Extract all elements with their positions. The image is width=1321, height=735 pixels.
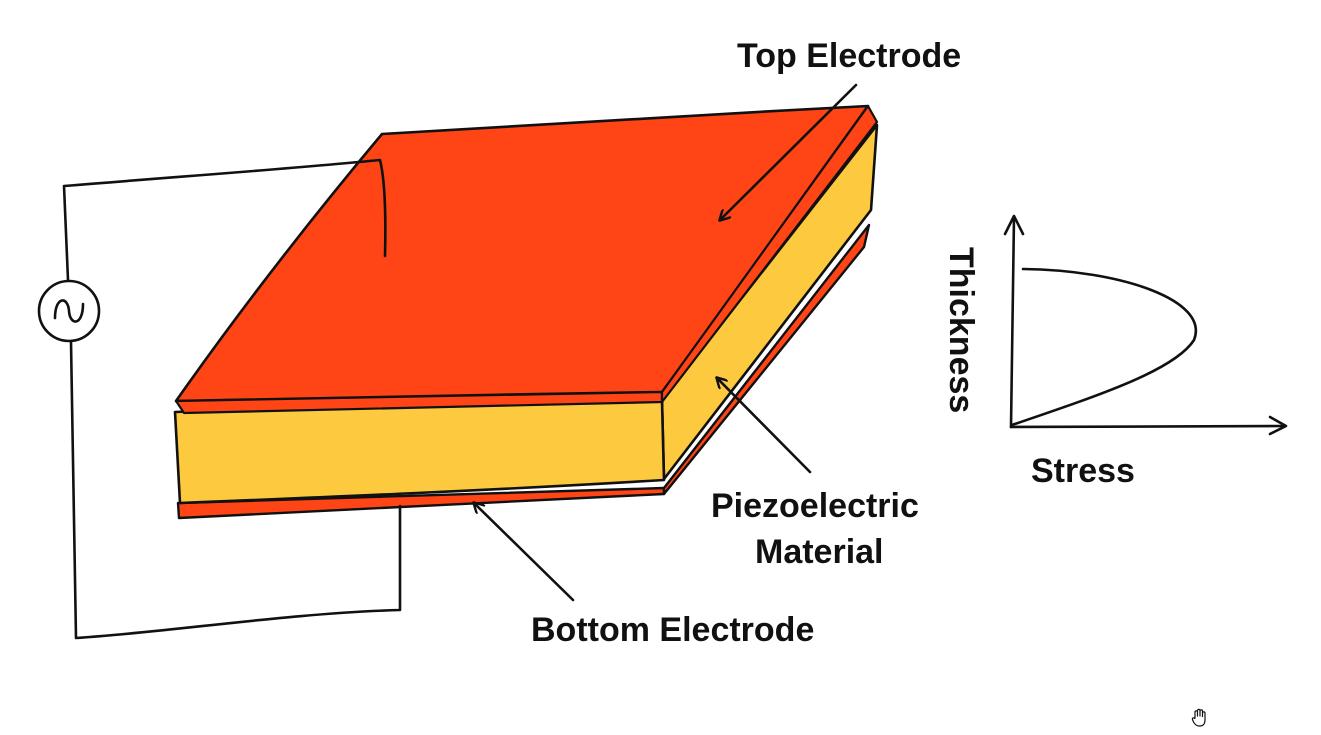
arrow-bottom-electrode xyxy=(474,503,575,602)
arrow-top-electrode xyxy=(720,83,858,220)
stress-profile-curve xyxy=(1010,267,1198,427)
circuit-wire-top xyxy=(62,158,387,282)
y-axis-arrowhead xyxy=(1003,214,1025,236)
hand-cursor-icon xyxy=(1191,708,1206,727)
y-axis xyxy=(1009,215,1016,429)
label-axis-thickness: Thickness xyxy=(942,247,980,413)
top-electrode-side-edge xyxy=(660,104,879,404)
circuit-wire-bottom xyxy=(69,340,402,640)
arrow-piezo xyxy=(717,378,812,474)
x-axis xyxy=(1009,424,1287,429)
label-bottom-electrode: Bottom Electrode xyxy=(531,611,814,649)
ac-source-icon xyxy=(37,279,101,343)
x-axis-arrowhead xyxy=(1268,415,1288,436)
stress-thickness-plot xyxy=(1003,214,1288,436)
label-top-electrode: Top Electrode xyxy=(737,37,961,75)
piezo-front-face xyxy=(173,399,666,505)
label-piezo-line1: Piezoelectric xyxy=(711,487,919,525)
bottom-electrode-side xyxy=(662,223,871,496)
label-piezo-line2: Material xyxy=(755,533,884,571)
label-axis-stress: Stress xyxy=(1031,452,1135,490)
